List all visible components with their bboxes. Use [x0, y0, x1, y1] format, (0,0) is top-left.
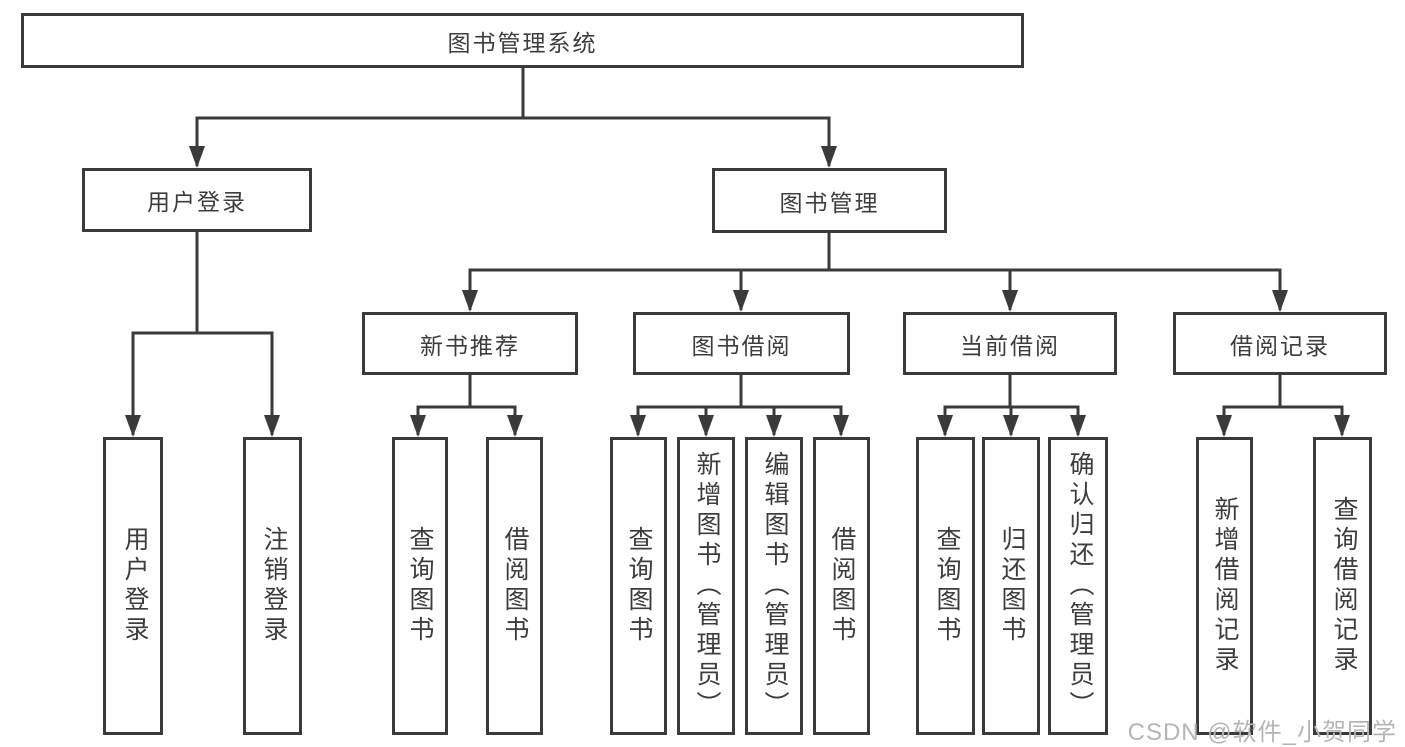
leaf-borrow-books-recommend: 借阅图书 [486, 437, 543, 735]
arrowhead [698, 415, 714, 437]
leaf-add-borrow-record: 新增借阅记录 [1196, 437, 1253, 735]
leaf-query-books-current: 查询图书 [916, 437, 975, 735]
leaf-borrow-books-borrowing: 借阅图书 [813, 437, 870, 735]
node-new-book-recommend: 新书推荐 [362, 312, 578, 375]
arrowhead [766, 415, 782, 437]
connector [1222, 405, 1344, 435]
node-borrowing-records: 借阅记录 [1173, 312, 1387, 375]
connector [416, 405, 517, 435]
leaf-logout: 注销登录 [243, 437, 302, 735]
connector [195, 116, 831, 166]
leaf-query-borrow-record: 查询借阅记录 [1313, 437, 1372, 735]
arrowhead [1070, 415, 1086, 437]
connector-lines [131, 68, 1344, 435]
leaf-edit-books-admin: 编辑图书（管理员） [745, 437, 803, 735]
arrowhead [189, 146, 205, 168]
leaf-query-books-recommend: 查询图书 [392, 437, 448, 735]
arrowhead [1003, 415, 1019, 437]
node-library-system: 图书管理系统 [21, 13, 1024, 68]
arrowhead [1334, 415, 1350, 437]
arrowhead [125, 415, 141, 437]
watermark: CSDN @软件_小贺同学 [1127, 719, 1397, 746]
arrowhead [937, 415, 953, 437]
leaf-query-books-borrowing: 查询图书 [610, 437, 667, 735]
arrowheads [125, 146, 1350, 437]
node-book-management: 图书管理 [712, 168, 947, 233]
node-current-borrowing: 当前借阅 [903, 312, 1117, 375]
arrowhead [1272, 290, 1288, 312]
arrowhead [1216, 415, 1232, 437]
arrowhead [264, 415, 280, 437]
node-book-borrowing: 图书借阅 [633, 312, 850, 375]
arrowhead [507, 415, 523, 437]
connector [131, 331, 274, 435]
node-user-login: 用户登录 [82, 168, 312, 232]
arrowhead [733, 290, 749, 312]
leaf-add-books-admin: 新增图书（管理员） [677, 437, 735, 735]
arrowhead [462, 290, 478, 312]
leaf-return-books: 归还图书 [982, 437, 1040, 735]
connector [468, 268, 1282, 310]
connector [636, 405, 843, 435]
arrowhead [821, 146, 837, 168]
arrowhead [630, 415, 646, 437]
leaf-confirm-return-admin: 确认归还（管理员） [1048, 437, 1108, 735]
leaf-user-login: 用户登录 [103, 437, 163, 735]
arrowhead [1002, 290, 1018, 312]
arrowhead [410, 415, 426, 437]
arrowhead [833, 415, 849, 437]
